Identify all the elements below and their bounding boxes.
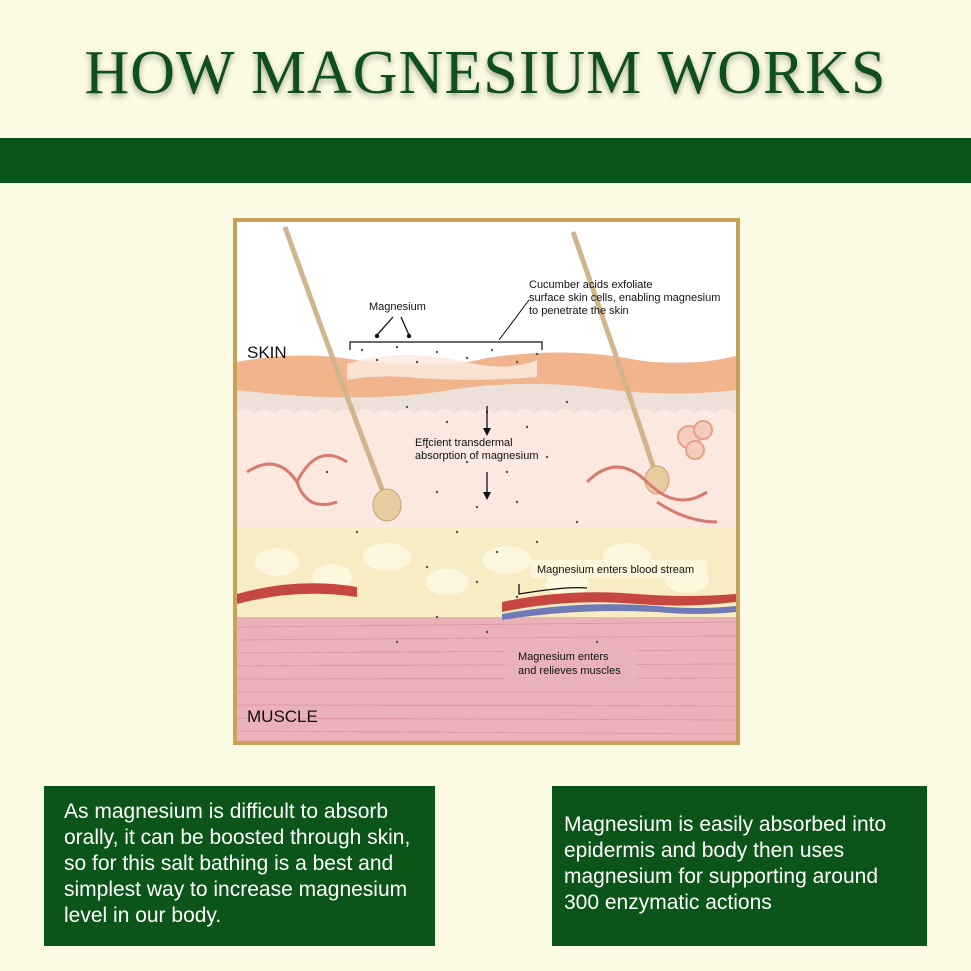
title-divider-band [0,138,971,183]
oral-absorption-info-box: As magnesium is difficult to absorb oral… [44,786,435,946]
muscle-fibers [237,621,736,735]
muscle-label: MUSCLE [247,707,318,726]
capillaries [246,453,718,524]
cucumber-label-line3: to penetrate the skin [529,305,629,317]
vein-right [502,604,736,620]
absorption-label-line1: Effcient transdermal [415,437,513,449]
magnesium-bracket [349,341,543,350]
cucumber-label-line2: surface skin cells, enabling magnesium [529,292,720,304]
hair-follicle-left [372,488,402,522]
skin-label: SKIN [247,343,287,362]
magnesium-label: Magnesium [369,301,426,313]
skin-diagram-svg: Magnesium Cucumber acids exfoliate surfa… [237,226,736,741]
muscle-relief-label-line1: Magnesium enters [518,651,609,663]
skin-diagram: Magnesium Cucumber acids exfoliate surfa… [233,218,740,745]
cucumber-label-line1: Cucumber acids exfoliate [529,279,653,291]
artery-left [237,583,357,604]
sweat-gland [677,420,713,460]
enzymatic-actions-info-box: Magnesium is easily absorbed into epider… [552,786,927,946]
artery-right [502,592,736,612]
absorption-label-line2: absorption of magnesium [415,450,539,462]
hair-shaft-left [282,226,388,498]
blood-stream-label: Magnesium enters blood stream [537,564,694,576]
hair-shaft-right [570,231,658,473]
page-title: HOW MAGNESIUM WORKS [84,39,887,107]
muscle-relief-label-line2: and relieves muscles [518,665,621,677]
